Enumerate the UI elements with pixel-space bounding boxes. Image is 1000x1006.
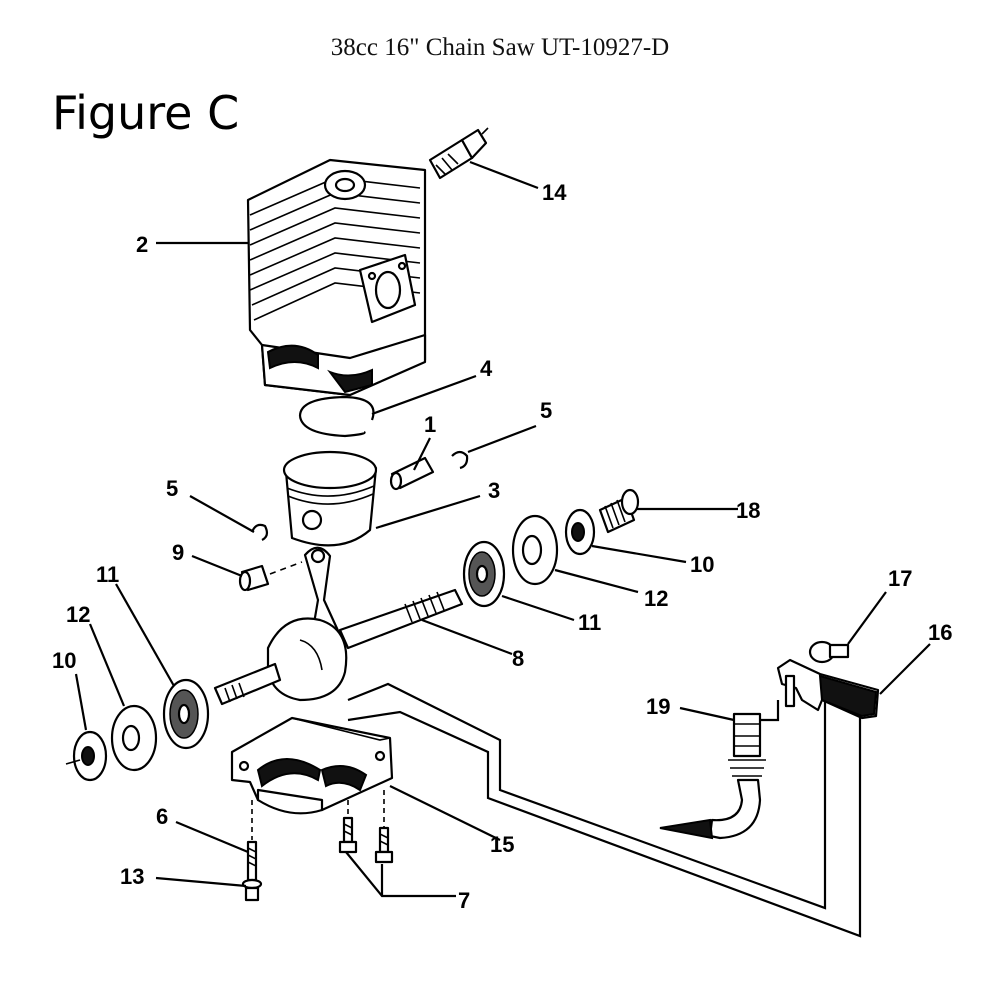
piston-part <box>282 450 378 547</box>
callout-17: 17 <box>888 566 912 591</box>
oil-seal-right-part <box>511 514 559 586</box>
circlip-right-part <box>451 450 469 470</box>
bracket-part <box>776 658 880 720</box>
callout-10-right: 10 <box>690 552 714 577</box>
callout-18: 18 <box>736 498 760 523</box>
callout-12-left: 12 <box>66 602 90 627</box>
wrist-pin-part <box>389 456 435 491</box>
callout-11-left: 11 <box>96 562 119 587</box>
callout-labels: 2 14 4 1 5 3 5 9 18 10 12 11 8 11 12 10 … <box>52 180 952 913</box>
piston-ring-part <box>298 395 375 438</box>
callout-12-right: 12 <box>644 586 668 611</box>
document-title: 38cc 16" Chain Saw UT-10927-D <box>330 34 670 61</box>
callout-14: 14 <box>542 180 567 205</box>
bearing-right-part <box>462 540 506 608</box>
callout-6: 6 <box>156 804 168 829</box>
callout-7: 7 <box>458 888 470 913</box>
leader-lines <box>74 160 931 898</box>
oil-seal-left-part <box>110 704 158 772</box>
washer-left-part <box>65 730 108 782</box>
callout-16: 16 <box>928 620 952 645</box>
crankcase-part <box>230 716 394 815</box>
bracket-bolt-part <box>808 640 850 664</box>
circlip-left-part <box>250 523 269 541</box>
spark-plug-part <box>428 127 489 180</box>
callout-15: 15 <box>490 832 514 857</box>
callout-2: 2 <box>136 232 148 257</box>
crankshaft-part <box>213 546 464 706</box>
bearing-left-part <box>162 678 210 750</box>
callout-11-right: 11 <box>578 610 601 635</box>
callout-9: 9 <box>172 540 184 565</box>
clutch-nut-part <box>598 488 640 534</box>
callout-5-left: 5 <box>166 476 178 501</box>
callout-8: 8 <box>512 646 524 671</box>
needle-bearing-part <box>238 564 270 592</box>
callout-10-left: 10 <box>52 648 76 673</box>
callout-4: 4 <box>480 356 493 381</box>
cylinder-part <box>246 158 427 397</box>
screws-part <box>338 790 394 864</box>
bolt-left-part <box>241 800 263 902</box>
callout-19: 19 <box>646 694 670 719</box>
callout-1: 1 <box>424 412 436 437</box>
figure-label: Figure C <box>52 86 240 140</box>
washer-right-part <box>564 508 596 556</box>
oil-pickup-part <box>659 700 780 840</box>
callout-5-right: 5 <box>540 398 552 423</box>
oil-hose-routing <box>347 682 862 938</box>
callout-13: 13 <box>120 864 144 889</box>
callout-3: 3 <box>488 478 500 503</box>
